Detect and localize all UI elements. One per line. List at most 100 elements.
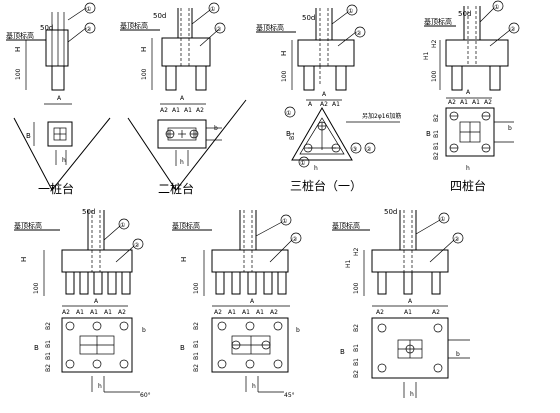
dim-b: b [456, 351, 460, 358]
dim-A: A [57, 95, 62, 102]
dim-B1: B1 [289, 132, 296, 140]
elevation-nine-pile: 基顶标高 ① ② H 100 [172, 210, 302, 296]
dim-50d-label: 50d [458, 10, 471, 18]
base-top-elev-label: 基顶标高 [172, 221, 200, 230]
base-top-elev-label: 基顶标高 [332, 221, 360, 230]
callout-2: ② [86, 26, 92, 33]
elevation-three-pile: 基顶标高 50d ① ② H 100 [256, 4, 366, 91]
dim-100: 100 [431, 70, 438, 82]
rebar-note: 另加2φ16加筋 [362, 112, 401, 120]
dim-A1: A1 [460, 99, 468, 106]
dim-A: A [180, 95, 185, 102]
dim-h: h [98, 383, 102, 390]
plan-three-pile: A A A2 A1 B B1 h ① ① ③ ② 另加2φ16加筋 三桩台（一） [284, 91, 401, 193]
dim-b: b [508, 125, 512, 132]
dim-B1: B1 [193, 340, 200, 348]
base-top-elev-label: 基顶标高 [6, 31, 34, 40]
elevation-one-pile: 基顶标高 50d ① ② H 100 [6, 2, 96, 91]
dim-B2: B2 [45, 322, 52, 330]
base-top-elev-label: 基顶标高 [424, 17, 452, 26]
dim-h: h [466, 165, 470, 172]
dim-h: h [252, 383, 256, 390]
plan-one-pile: A B h 一桩台 [13, 95, 111, 196]
callout-2: ② [366, 146, 372, 153]
elevation-four-pile: 基顶标高 50d ① ② H1 H2 100 [423, 0, 520, 91]
dim-50d-label: 50d [384, 208, 397, 216]
caption-one-pile: 一桩台 [38, 181, 74, 196]
callout-2: ② [454, 236, 460, 243]
dim-A2: A2 [320, 101, 328, 108]
dim-100: 100 [281, 70, 288, 82]
caption-two-pile: 二桩台 [158, 181, 194, 196]
dim-A1: A1 [472, 99, 480, 106]
elevation-five-pile: 基顶标高 50d ① ② H1 H2 100 [332, 208, 464, 296]
dim-A: A [94, 298, 99, 305]
dim-H1: H1 [423, 51, 430, 60]
dim-A2: A2 [376, 309, 384, 316]
dim-50d-label: 50d [153, 12, 166, 20]
dim-B2: B2 [433, 114, 440, 122]
dim-A: A [250, 298, 255, 305]
dim-100: 100 [141, 68, 148, 80]
dim-A2: A2 [160, 107, 168, 114]
dim-A3: A [308, 101, 313, 108]
callout-2: ② [216, 26, 222, 33]
dim-b: b [142, 327, 146, 334]
dim-B: B [34, 344, 39, 352]
dim-H: H [20, 257, 28, 262]
dim-H1: H1 [345, 259, 352, 268]
dim-A1: A1 [332, 101, 340, 108]
dim-B: B [340, 348, 345, 356]
callout-1: ① [120, 222, 125, 229]
callout-1: ① [348, 8, 353, 15]
base-top-elev-label: 基顶标高 [256, 23, 284, 32]
dim-B1: B1 [433, 142, 440, 150]
plan-four-pile: A A2 A1 A1 A2 B B2 B1 B1 B2 b h 四桩台 [426, 89, 514, 193]
elevation-six-pile: 基顶标高 50d ① ② H 100 [14, 208, 144, 296]
dim-B2: B2 [193, 364, 200, 372]
dim-H: H [280, 51, 288, 56]
callout-1: ① [86, 6, 91, 13]
plan-two-pile: A A2 A1 A1 A2 b h 二桩台 [127, 95, 247, 196]
dim-A1: A1 [90, 309, 98, 316]
dim-H: H [14, 47, 22, 52]
dim-B: B [426, 130, 431, 138]
dim-A: A [322, 91, 327, 98]
dim-50d-label: 50d [40, 24, 53, 32]
dim-h: h [314, 165, 318, 172]
dim-H2: H2 [431, 39, 438, 48]
dim-A2: A2 [196, 107, 204, 114]
dim-A1: A1 [104, 309, 112, 316]
dim-H: H [180, 257, 188, 262]
angle-45: 45° [284, 392, 295, 399]
plan-six-pile: A A2 A1 A1 A1 A2 B B2 B1 B1 B2 b h 60° [34, 298, 151, 399]
dim-B1: B1 [353, 344, 360, 352]
dim-A2: A2 [448, 99, 456, 106]
caption-four-pile: 四桩台 [450, 178, 486, 193]
dim-A1: A1 [228, 309, 236, 316]
elevation-two-pile: 基顶标高 50d ① ② H 100 [120, 2, 226, 91]
dim-B1: B1 [193, 352, 200, 360]
dim-A2: A2 [214, 309, 222, 316]
callout-2: ② [134, 242, 140, 249]
callout-1b: ① [300, 160, 305, 167]
dim-B2: B2 [45, 364, 52, 372]
callout-1: ① [494, 4, 499, 11]
dim-100: 100 [33, 282, 40, 294]
dim-B1: B1 [353, 358, 360, 366]
callout-1: ① [440, 216, 445, 223]
callout-2: ② [356, 30, 362, 37]
caption-three-pile: 三桩台（一） [290, 178, 362, 193]
callout-3: ③ [352, 146, 357, 153]
base-top-elev-label: 基顶标高 [120, 21, 148, 30]
callout-1: ① [282, 218, 287, 225]
dim-h: h [62, 157, 66, 164]
plan-nine-pile: A A2 A1 A1 A1 A2 B B2 B1 B1 B2 b h 45° [180, 298, 300, 399]
dim-100: 100 [193, 282, 200, 294]
dim-H2: H2 [353, 247, 360, 256]
dim-B2: B2 [353, 324, 360, 332]
dim-A2: A2 [432, 309, 440, 316]
dim-A1: A1 [242, 309, 250, 316]
dim-B1: B1 [45, 352, 52, 360]
